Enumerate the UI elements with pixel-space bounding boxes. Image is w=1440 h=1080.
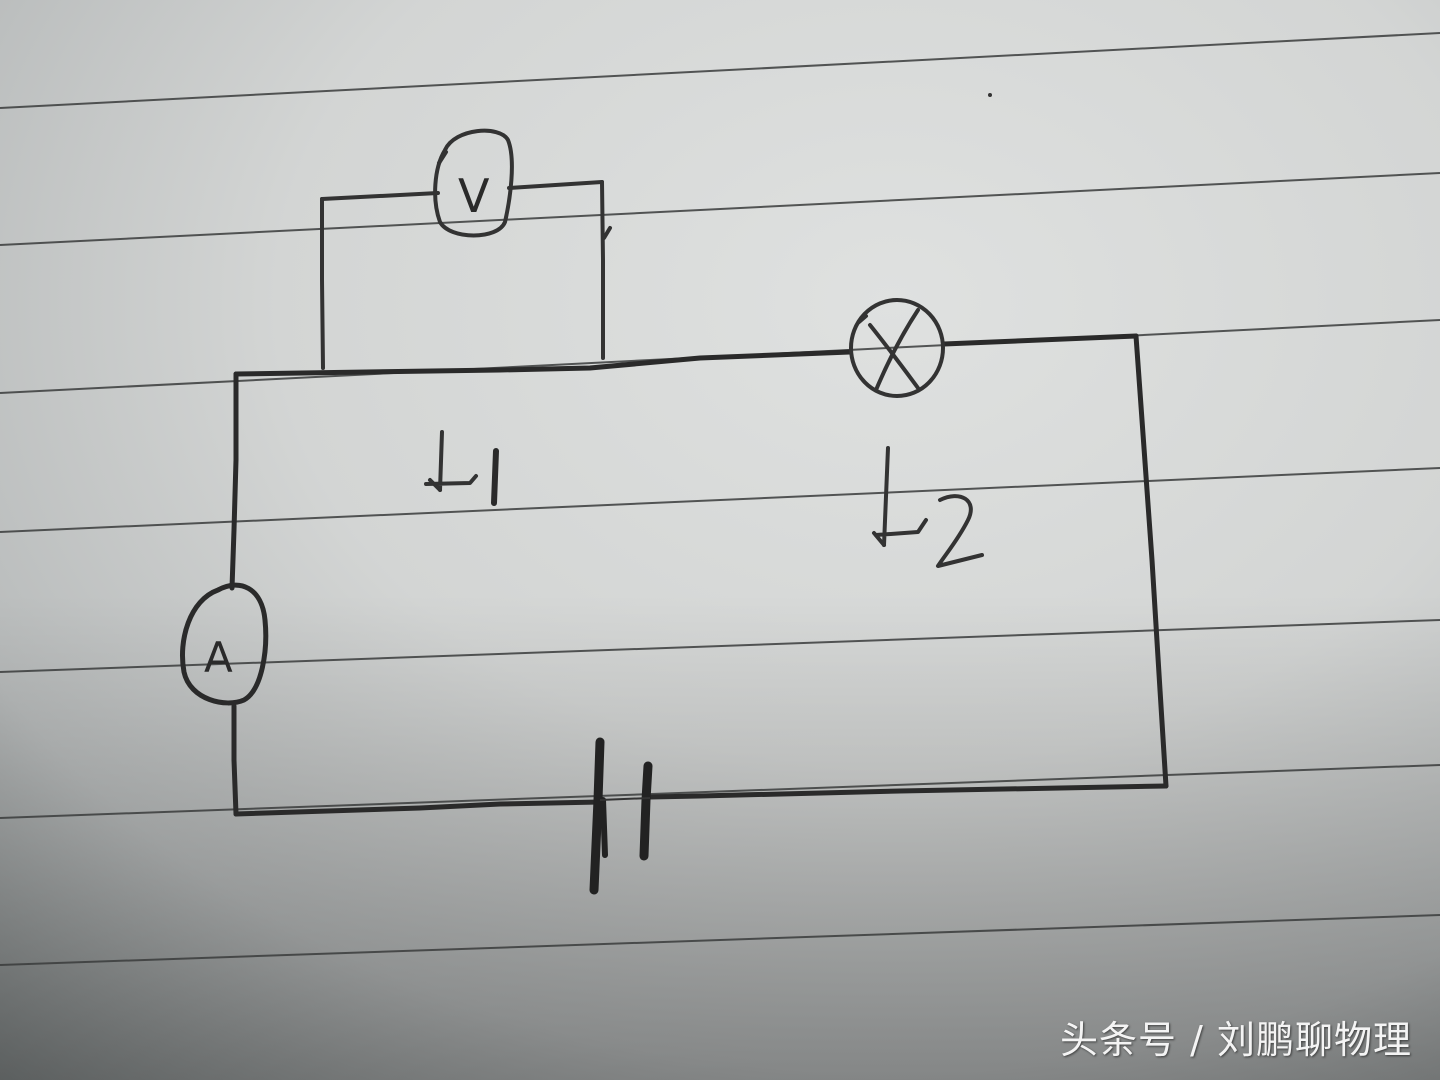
lamp-symbol [849,298,945,398]
wire-left-upper [229,371,239,591]
ammeter-symbol: A [180,582,269,706]
ammeter-circle [180,582,269,706]
voltmeter-label: V [458,169,490,223]
wire-bottom-right [647,783,1169,800]
rule-line [0,172,1440,246]
pen-stroke-mark [602,226,612,240]
pen-stroke-mark [437,150,448,165]
wire-voltmeter-top-right [507,180,604,190]
pen-dot [988,93,992,97]
wire-left-lower [231,703,239,817]
battery-long-plate [589,737,605,895]
voltmeter-symbol: V [433,128,514,238]
battery-gap-line [599,797,651,801]
circuit-wires [229,180,1169,817]
wire-top-right [941,333,1139,347]
rule-line [0,619,1440,673]
battery-long-plate-edge [600,797,608,858]
l1-subscript-1 [491,448,499,506]
watermark: 头条号 / 刘鹏聊物理 [1060,1018,1412,1062]
ammeter-label: A [204,633,233,682]
battery-symbol [589,737,653,895]
battery-short-plate [639,761,653,861]
rule-line [0,914,1440,966]
wire-bottom-left [233,799,603,817]
lamp-circle [849,298,945,398]
label-l2: L [872,446,984,568]
rule-line [0,467,1440,533]
rule-line [0,764,1440,819]
lamp-cross-stroke [874,308,920,392]
wire-top-left [233,349,853,377]
wire-right [1133,333,1169,789]
l1-letter-L [424,430,478,492]
wire-voltmeter-left [320,197,325,370]
wire-voltmeter-top-left [320,191,440,201]
label-l1: L [424,430,499,506]
pen-stroke-mark [857,314,868,324]
voltmeter-circle [433,128,514,238]
rule-line [0,32,1440,109]
wire-voltmeter-right [600,180,605,360]
pen-stroke-mark [872,531,886,547]
l2-letter-L [874,446,928,547]
l2-subscript-2 [936,494,984,568]
pen-stroke-mark [428,478,442,492]
